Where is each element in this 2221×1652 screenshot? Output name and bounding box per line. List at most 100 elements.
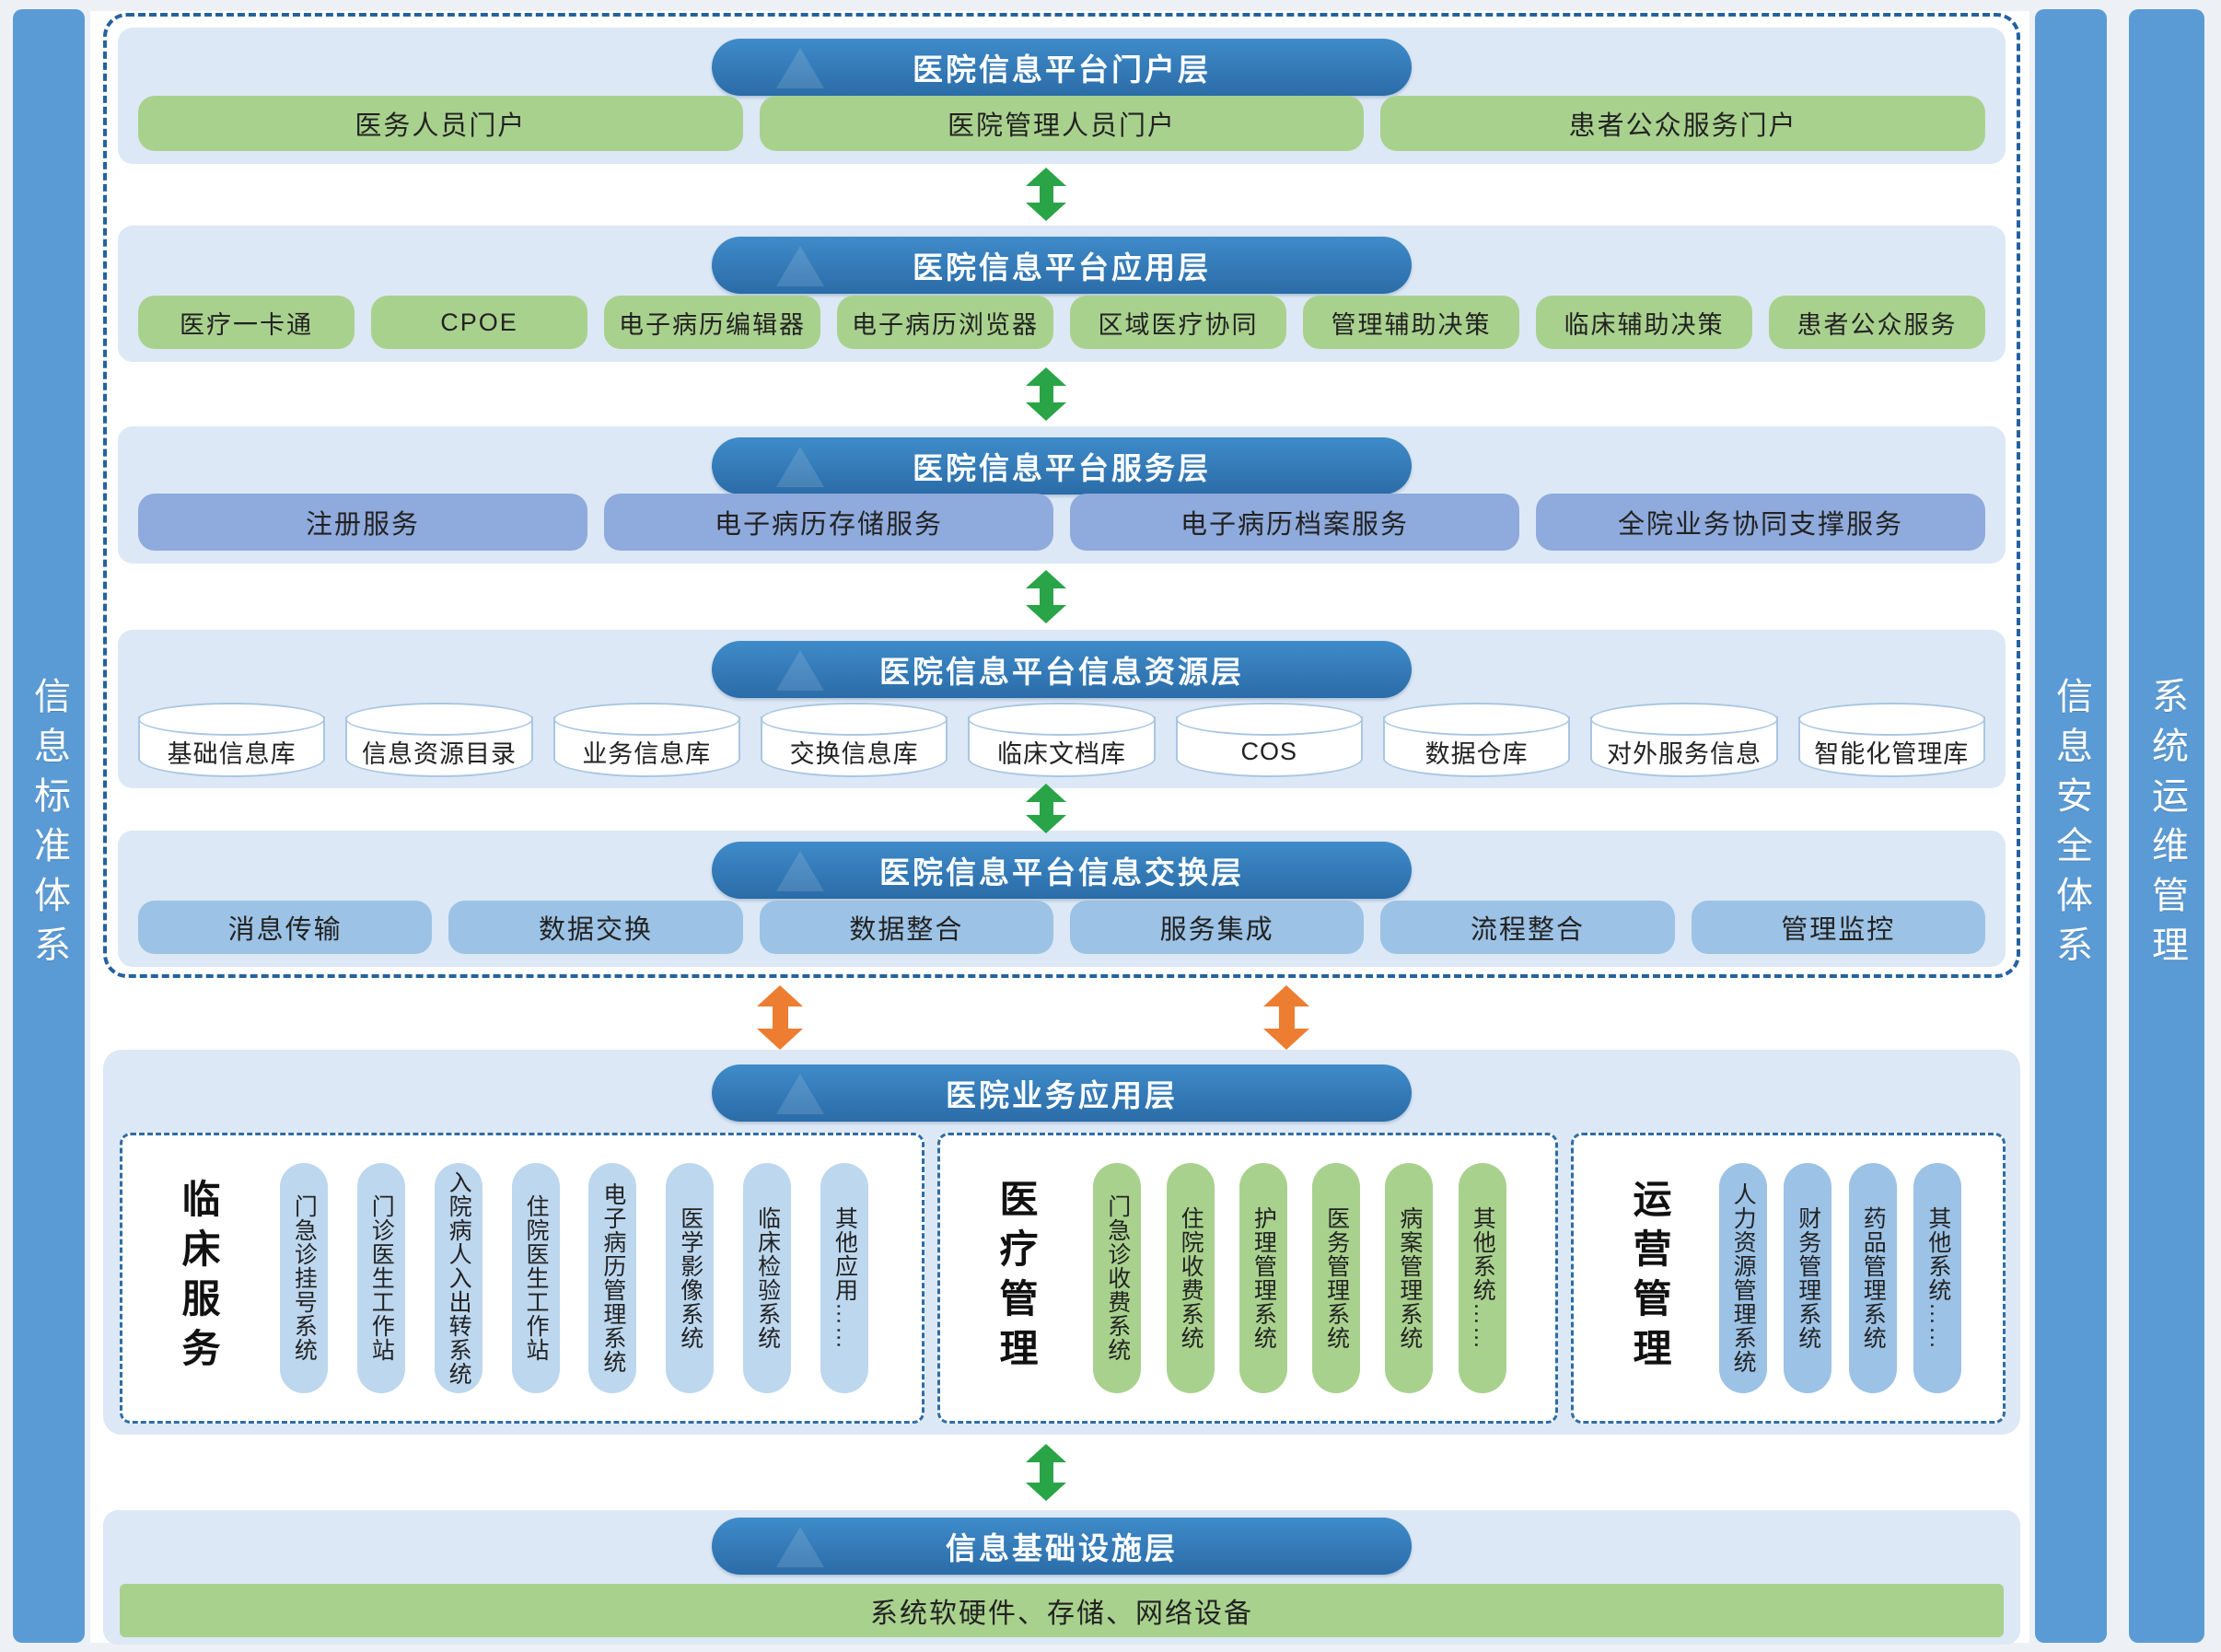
resource-layer-title: 医院信息平台信息资源层 <box>712 641 1412 698</box>
database-label: 对外服务信息 <box>1606 739 1762 768</box>
exchange-item: 流程整合 <box>1380 901 1675 954</box>
database-label: 基础信息库 <box>167 739 297 768</box>
portal-item: 医务人员门户 <box>138 96 743 151</box>
application-item: 区域医疗协同 <box>1070 296 1286 349</box>
medical-system-item: 住院收费系统 <box>1166 1163 1215 1393</box>
application-item: 管理辅助决策 <box>1303 296 1519 349</box>
clinical-system-item: 入院病人入出转系统 <box>434 1163 483 1393</box>
database-label: 临床文档库 <box>996 739 1126 768</box>
up-down-arrow-icon <box>1026 570 1066 623</box>
operations-system-item: 财务管理系统 <box>1784 1163 1832 1393</box>
clinical-system-item: 其他应用…… <box>820 1163 868 1393</box>
platform-dashed-container <box>103 13 2020 978</box>
medical-system-item: 护理管理系统 <box>1238 1163 1287 1393</box>
database-label: 信息资源目录 <box>361 739 517 768</box>
application-item: 医疗一卡通 <box>138 296 355 349</box>
clinical-system-item: 临床检验系统 <box>743 1163 792 1393</box>
exchange-item: 数据整合 <box>759 901 1053 954</box>
operations-management-items: 人力资源管理系统财务管理系统药品管理系统其他系统…… <box>1702 1163 1979 1393</box>
operations-management-group: 运营管理 人力资源管理系统财务管理系统药品管理系统其他系统…… <box>1571 1133 2006 1424</box>
database-cylinder-icon: 数据仓库 <box>1382 703 1571 777</box>
standards-system-label: 信息标准体系 <box>29 677 69 975</box>
database-cylinder-icon: 基础信息库 <box>138 703 326 777</box>
service-item: 注册服务 <box>138 494 587 551</box>
security-system-sidebar: 信息安全体系 <box>2035 9 2107 1643</box>
portal-items-row: 医务人员门户医院管理人员门户患者公众服务门户 <box>138 96 1986 151</box>
operations-system-item: 人力资源管理系统 <box>1718 1163 1767 1393</box>
database-cylinder-icon: 交换信息库 <box>760 703 948 777</box>
operations-maintenance-sidebar: 系统运维管理 <box>2129 9 2204 1643</box>
service-layer-title: 医院信息平台服务层 <box>712 437 1412 494</box>
portal-layer-title: 医院信息平台门户层 <box>712 39 1412 96</box>
service-item: 电子病历档案服务 <box>1070 494 1519 551</box>
up-down-arrow-icon <box>1026 168 1066 221</box>
clinical-system-item: 门急诊挂号系统 <box>279 1163 328 1393</box>
portal-item: 医院管理人员门户 <box>759 96 1365 151</box>
database-cylinder-icon: 临床文档库 <box>968 703 1156 777</box>
medical-management-items: 门急诊收费系统住院收费系统护理管理系统医务管理系统病案管理系统其他系统…… <box>1068 1163 1531 1393</box>
clinical-system-item: 住院医生工作站 <box>511 1163 560 1393</box>
resource-items-row: 基础信息库 信息资源目录 业务信息库 交换信息库 临床文档库 COS 数据仓库 … <box>138 696 1986 777</box>
exchange-layer-title: 医院信息平台信息交换层 <box>712 842 1412 899</box>
infrastructure-title: 信息基础设施层 <box>712 1518 1412 1575</box>
database-label: 业务信息库 <box>582 739 712 768</box>
exchange-item: 服务集成 <box>1069 901 1365 954</box>
clinical-services-label: 临床服务 <box>177 1179 220 1378</box>
operations-system-item: 药品管理系统 <box>1848 1163 1897 1393</box>
database-cylinder-icon: 业务信息库 <box>552 703 741 777</box>
application-item: 患者公众服务 <box>1769 296 1985 349</box>
exchange-item: 数据交换 <box>448 901 743 954</box>
application-layer-title: 医院信息平台应用层 <box>712 237 1412 294</box>
resource-layer-band: 医院信息平台信息资源层 基础信息库 信息资源目录 业务信息库 交换信息库 临床文… <box>118 630 2006 788</box>
medical-system-item: 其他系统…… <box>1458 1163 1506 1393</box>
application-item: 电子病历编辑器 <box>604 296 820 349</box>
service-item: 电子病历存储服务 <box>604 494 1053 551</box>
portal-item: 患者公众服务门户 <box>1380 96 1986 151</box>
medical-management-group: 医疗管理 门急诊收费系统住院收费系统护理管理系统医务管理系统病案管理系统其他系统… <box>937 1133 1558 1424</box>
up-down-arrow-icon <box>1026 367 1066 421</box>
up-down-arrow-orange-icon <box>1263 985 1309 1050</box>
database-cylinder-icon: 信息资源目录 <box>345 703 533 777</box>
clinical-services-group: 临床服务 门急诊挂号系统门诊医生工作站入院病人入出转系统住院医生工作站电子病历管… <box>120 1133 924 1424</box>
up-down-arrow-icon <box>1026 1444 1066 1501</box>
database-cylinder-icon: 对外服务信息 <box>1590 703 1778 777</box>
business-application-title: 医院业务应用层 <box>712 1064 1412 1122</box>
standards-system-sidebar: 信息标准体系 <box>13 9 85 1643</box>
operations-maintenance-label: 系统运维管理 <box>2146 677 2187 975</box>
infrastructure-band: 信息基础设施层 系统软硬件、存储、网络设备 <box>103 1510 2020 1645</box>
application-item: 电子病历浏览器 <box>837 296 1053 349</box>
security-system-label: 信息安全体系 <box>2051 677 2091 975</box>
clinical-system-item: 医学影像系统 <box>666 1163 715 1393</box>
medical-system-item: 医务管理系统 <box>1312 1163 1361 1393</box>
business-application-band: 医院业务应用层 临床服务 门急诊挂号系统门诊医生工作站入院病人入出转系统住院医生… <box>103 1050 2020 1435</box>
medical-management-label: 医疗管理 <box>994 1179 1038 1378</box>
operations-management-label: 运营管理 <box>1628 1179 1671 1378</box>
medical-system-item: 病案管理系统 <box>1385 1163 1434 1393</box>
service-item: 全院业务协同支撑服务 <box>1536 494 1985 551</box>
exchange-items-row: 消息传输数据交换数据整合服务集成流程整合管理监控 <box>138 901 1985 954</box>
clinical-system-item: 门诊医生工作站 <box>356 1163 405 1393</box>
clinical-services-items: 门急诊挂号系统门诊医生工作站入院病人入出转系统住院医生工作站电子病历管理系统医学… <box>250 1163 898 1393</box>
application-item: 临床辅助决策 <box>1536 296 1752 349</box>
database-label: 智能化管理库 <box>1814 739 1970 768</box>
operations-system-item: 其他系统…… <box>1913 1163 1962 1393</box>
database-label: COS <box>1240 737 1298 765</box>
exchange-layer-band: 医院信息平台信息交换层 消息传输数据交换数据整合服务集成流程整合管理监控 <box>118 831 2006 967</box>
medical-system-item: 门急诊收费系统 <box>1093 1163 1142 1393</box>
up-down-arrow-icon <box>1026 784 1066 833</box>
portal-layer-band: 医院信息平台门户层 医务人员门户医院管理人员门户患者公众服务门户 <box>118 28 2006 164</box>
service-layer-band: 医院信息平台服务层 注册服务电子病历存储服务电子病历档案服务全院业务协同支撑服务 <box>118 426 2006 564</box>
up-down-arrow-orange-icon <box>757 985 803 1050</box>
application-item: CPOE <box>371 296 587 349</box>
database-cylinder-icon: COS <box>1175 703 1364 777</box>
database-cylinder-icon: 智能化管理库 <box>1797 703 1986 777</box>
infrastructure-bar: 系统软硬件、存储、网络设备 <box>120 1584 2004 1637</box>
clinical-system-item: 电子病历管理系统 <box>588 1163 637 1393</box>
application-items-row: 医疗一卡通 CPOE 电子病历编辑器电子病历浏览器区域医疗协同管理辅助决策临床辅助决… <box>138 296 1985 349</box>
database-label: 数据仓库 <box>1424 739 1529 768</box>
exchange-item: 消息传输 <box>138 901 433 954</box>
application-layer-band: 医院信息平台应用层 医疗一卡通 CPOE 电子病历编辑器电子病历浏览器区域医疗协同管… <box>118 226 2006 362</box>
database-label: 交换信息库 <box>789 739 919 768</box>
exchange-item: 管理监控 <box>1691 901 1985 954</box>
service-items-row: 注册服务电子病历存储服务电子病历档案服务全院业务协同支撑服务 <box>138 494 1985 551</box>
